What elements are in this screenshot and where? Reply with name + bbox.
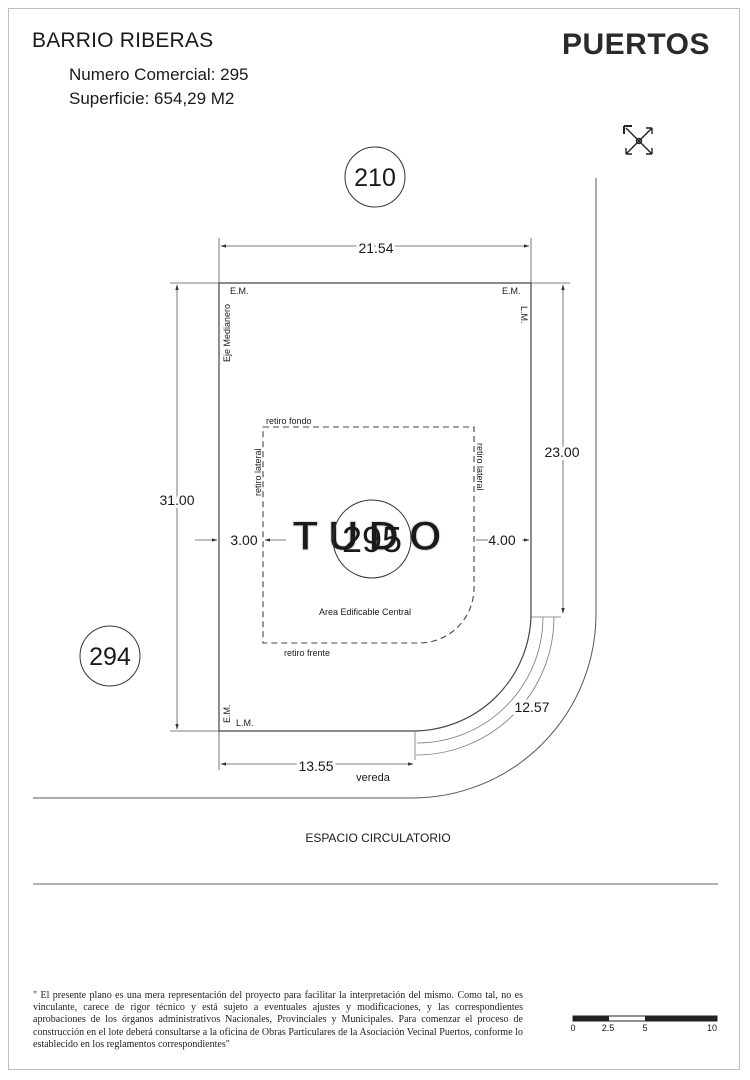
neighbor-lot-294-label: 294 — [89, 643, 131, 671]
scale-bar: 0 2.5 5 10 — [570, 1015, 718, 1033]
dimension-top — [218, 238, 532, 283]
dimension-right-label-bg: 23.00 — [544, 444, 579, 460]
dimension-bottom-label-bg: 13.55 — [298, 758, 333, 774]
dimension-arc-label-bg: 12.57 — [514, 699, 549, 715]
dimension-right — [531, 282, 570, 614]
sidewalk-curve-1 — [416, 616, 544, 744]
surface-area: Superficie: 654,29 M2 — [69, 89, 235, 108]
neighbor-lot-210-label: 210 — [354, 164, 396, 192]
neighbor-lot-294: 294 — [79, 625, 141, 687]
lm-bottom-left-label: L.M. — [236, 718, 254, 728]
lot-boundary — [218, 282, 532, 732]
lot-number-badge: TUDO 295 — [292, 499, 452, 579]
scale-tick-5: 5 — [642, 1023, 647, 1033]
espacio-circulatorio-label: ESPACIO CIRCULATORIO — [305, 831, 450, 845]
lot-number: 295 — [342, 519, 402, 560]
retiro-fondo-label: retiro fondo — [266, 416, 312, 426]
svg-text:TUDO: TUDO — [293, 512, 452, 559]
retiro-lateral-right-label: retiro lateral — [475, 443, 485, 491]
neighborhood-title: BARRIO RIBERAS — [32, 29, 214, 52]
commercial-number: Numero Comercial: 295 — [69, 65, 249, 84]
area-edificable-label: Area Edificable Central — [319, 607, 411, 617]
north-arrow-icon — [623, 125, 653, 155]
scale-tick-2-5: 2.5 — [602, 1023, 615, 1033]
dimension-left-label-bg: 31.00 — [159, 492, 194, 508]
street-inner-curve — [33, 178, 597, 799]
scale-tick-10: 10 — [707, 1023, 717, 1033]
lm-right-label: L.M. — [519, 306, 529, 324]
puertos-logo: PUERTOS — [562, 28, 710, 61]
sidewalk-curve-2 — [415, 616, 555, 756]
dimension-bottom — [218, 731, 414, 770]
dimension-left-label: 31.00 — [159, 492, 194, 508]
em-top-left-label: E.M. — [230, 286, 249, 296]
setback-left-label: 3.00 — [230, 532, 257, 548]
retiro-lateral-left-label: retiro lateral — [253, 448, 263, 496]
legal-disclaimer: " El presente plano es una mera represen… — [33, 990, 523, 1050]
page-border — [8, 8, 740, 1070]
dimension-arc-label: 12.57 — [514, 699, 549, 715]
scale-tick-0: 0 — [570, 1023, 575, 1033]
buildable-area — [262, 426, 475, 644]
dimension-top-label-bg: 21.54 — [358, 240, 393, 256]
dimension-left — [170, 282, 219, 732]
setback-right-label: 4.00 — [488, 532, 515, 548]
dimension-top-label: 21.54 — [358, 240, 393, 256]
neighbor-lot-210: 210 — [344, 146, 406, 208]
em-top-right-label: E.M. — [502, 286, 521, 296]
dimension-right-label: 23.00 — [544, 444, 579, 460]
em-bottom-left-label: E.M. — [222, 704, 232, 723]
retiro-frente-label: retiro frente — [284, 648, 330, 658]
eje-medianero-label: Eje Medianero — [222, 304, 232, 362]
dimension-bottom-label: 13.55 — [298, 758, 333, 774]
vereda-label: vereda — [356, 772, 391, 784]
